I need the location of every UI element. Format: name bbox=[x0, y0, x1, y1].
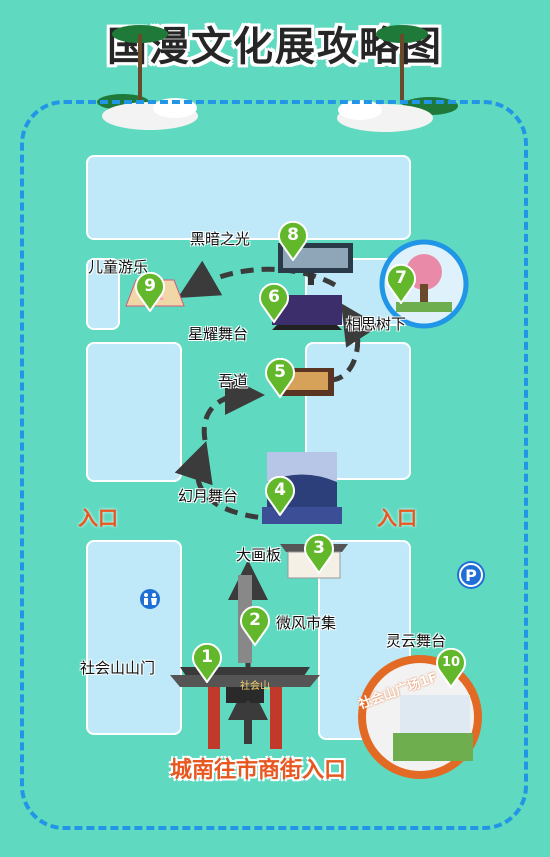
up-arrow-icon bbox=[236, 700, 260, 744]
block-top bbox=[86, 155, 411, 240]
spot-number-2: 2 bbox=[249, 610, 261, 630]
spot-number-9: 9 bbox=[144, 276, 156, 296]
spot-label-2: 微风市集 bbox=[276, 614, 337, 632]
spot-label-4: 幻月舞台 bbox=[178, 487, 239, 505]
spot-number-10: 10 bbox=[441, 655, 461, 670]
spot-pin-10[interactable]: 10 bbox=[434, 648, 468, 688]
spot-number-3: 3 bbox=[313, 538, 325, 558]
svg-text:P: P bbox=[465, 566, 477, 585]
spot-number-7: 7 bbox=[395, 268, 407, 288]
spot-label-3: 大画板 bbox=[236, 546, 282, 564]
spot-label-5: 吾道 bbox=[218, 372, 249, 390]
spot-label-8: 黑暗之光 bbox=[190, 230, 251, 248]
spot-number-6: 6 bbox=[268, 287, 280, 307]
block-left-middle bbox=[86, 342, 182, 482]
spot-number-1: 1 bbox=[201, 647, 213, 667]
plaza-stage-circle-icon bbox=[358, 655, 482, 779]
venue-boundary bbox=[20, 100, 528, 830]
entrance-left-label: 入口 bbox=[78, 506, 118, 530]
spot-number-8: 8 bbox=[287, 225, 299, 245]
spot-pin-1[interactable]: 1 bbox=[190, 643, 224, 683]
spot-pin-2[interactable]: 2 bbox=[238, 606, 272, 646]
restroom-icon bbox=[140, 589, 160, 609]
parking-icon: P bbox=[457, 561, 485, 589]
spot-label-9: 儿童游乐 bbox=[88, 258, 149, 276]
spot-pin-7[interactable]: 7 bbox=[384, 264, 418, 304]
spot-pin-4[interactable]: 4 bbox=[263, 476, 297, 516]
spot-pin-3[interactable]: 3 bbox=[302, 534, 336, 574]
spot-pin-8[interactable]: 8 bbox=[276, 221, 310, 261]
gate-sign: 社会山 bbox=[240, 681, 270, 692]
spot-pin-5[interactable]: 5 bbox=[263, 358, 297, 398]
spot-label-10: 灵云舞台 bbox=[386, 632, 447, 650]
spot-number-4: 4 bbox=[274, 480, 286, 500]
entrance-right-label: 入口 bbox=[377, 506, 417, 530]
spot-pin-9[interactable]: 9 bbox=[133, 272, 167, 312]
block-left-lower bbox=[86, 540, 182, 735]
spot-label-1: 社会山山门 bbox=[80, 659, 156, 677]
spot-label-7: 相思树下 bbox=[346, 315, 407, 333]
entrance-bottom-label: 城南往市商街入口 bbox=[170, 758, 347, 783]
spot-number-5: 5 bbox=[274, 362, 286, 382]
spot-label-6: 星耀舞台 bbox=[188, 325, 249, 343]
spot-pin-6[interactable]: 6 bbox=[257, 283, 291, 323]
block-left-upper-small bbox=[86, 258, 120, 330]
